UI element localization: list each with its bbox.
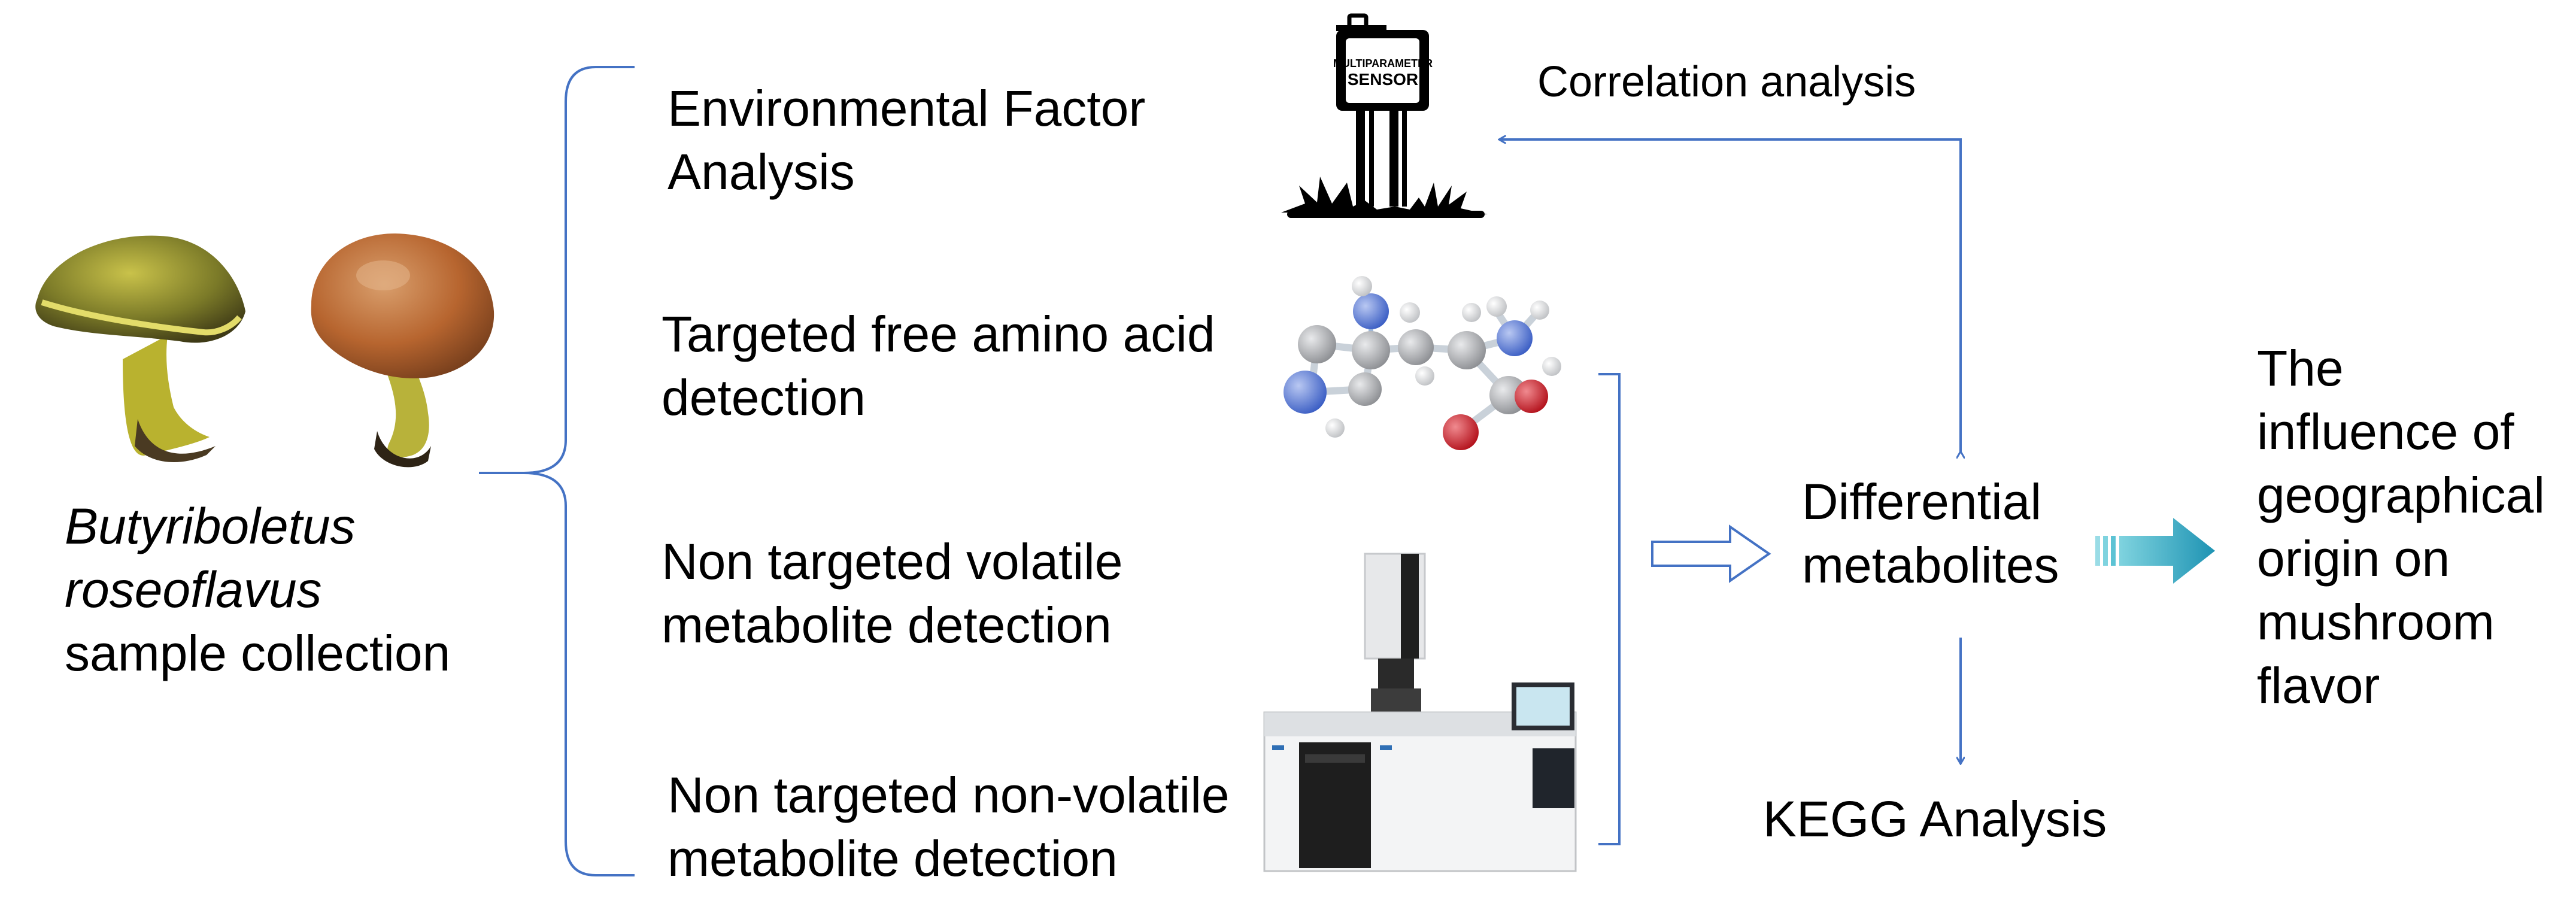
species-genus: Butyriboletus xyxy=(65,498,356,554)
sensor-sign-icon xyxy=(1281,13,1488,218)
method-environmental: Environmental Factor Analysis xyxy=(667,77,1145,204)
sensor-sign-line2: SENSOR xyxy=(1348,70,1418,89)
method-volatile-line2: metabolite detection xyxy=(662,597,1112,653)
gc-ms-instrument-icon xyxy=(1263,553,1577,872)
amino-acid-molecule-icon xyxy=(1284,276,1561,450)
conclusion-line3: geographical xyxy=(2257,467,2545,523)
sample-collection-label: sample collection xyxy=(65,625,451,681)
species-epithet: roseoflavus xyxy=(65,562,322,618)
species-name: Butyriboletus roseoflavus xyxy=(65,495,356,621)
conclusion-line5: mushroom xyxy=(2257,594,2495,650)
method-volatile: Non targeted volatile metabolite detecti… xyxy=(662,530,1122,657)
teal-arrow-icon xyxy=(2095,518,2215,584)
differential-line2: metabolites xyxy=(1802,537,2059,593)
sensor-sign-line1: MULTIPARAMETER xyxy=(1333,57,1433,69)
method-non-volatile-line2: metabolite detection xyxy=(667,830,1118,887)
conclusion-line1: The xyxy=(2257,340,2344,396)
method-amino-acid-line2: detection xyxy=(662,369,866,426)
conclusion-line2: influence of xyxy=(2257,404,2514,460)
correlation-analysis-label: Correlation analysis xyxy=(1537,58,1916,106)
mushroom-photo-1 xyxy=(35,235,245,462)
right-bracket xyxy=(1598,373,1621,845)
method-environmental-line2: Analysis xyxy=(667,144,855,200)
method-environmental-line1: Environmental Factor xyxy=(667,80,1146,136)
left-brace xyxy=(479,66,635,876)
method-non-volatile-line1: Non targeted non-volatile xyxy=(667,767,1230,823)
method-amino-acid-line1: Targeted free amino acid xyxy=(662,306,1215,362)
differential-metabolites: Differential metabolites xyxy=(1802,470,2059,597)
method-non-volatile: Non targeted non-volatile metabolite det… xyxy=(667,763,1230,890)
differential-line1: Differential xyxy=(1802,474,2041,530)
hollow-arrow-icon xyxy=(1651,524,1771,583)
conclusion-text: The influence of geographical origin on … xyxy=(2257,336,2545,717)
method-volatile-line1: Non targeted volatile xyxy=(662,533,1123,590)
correlation-connector xyxy=(1500,139,1961,452)
conclusion-line4: origin on xyxy=(2257,530,2450,587)
method-amino-acid: Targeted free amino acid detection xyxy=(662,302,1215,429)
kegg-analysis-label: KEGG Analysis xyxy=(1763,791,2107,847)
mushroom-photo-2 xyxy=(311,233,494,468)
conclusion-line6: flavor xyxy=(2257,657,2380,714)
